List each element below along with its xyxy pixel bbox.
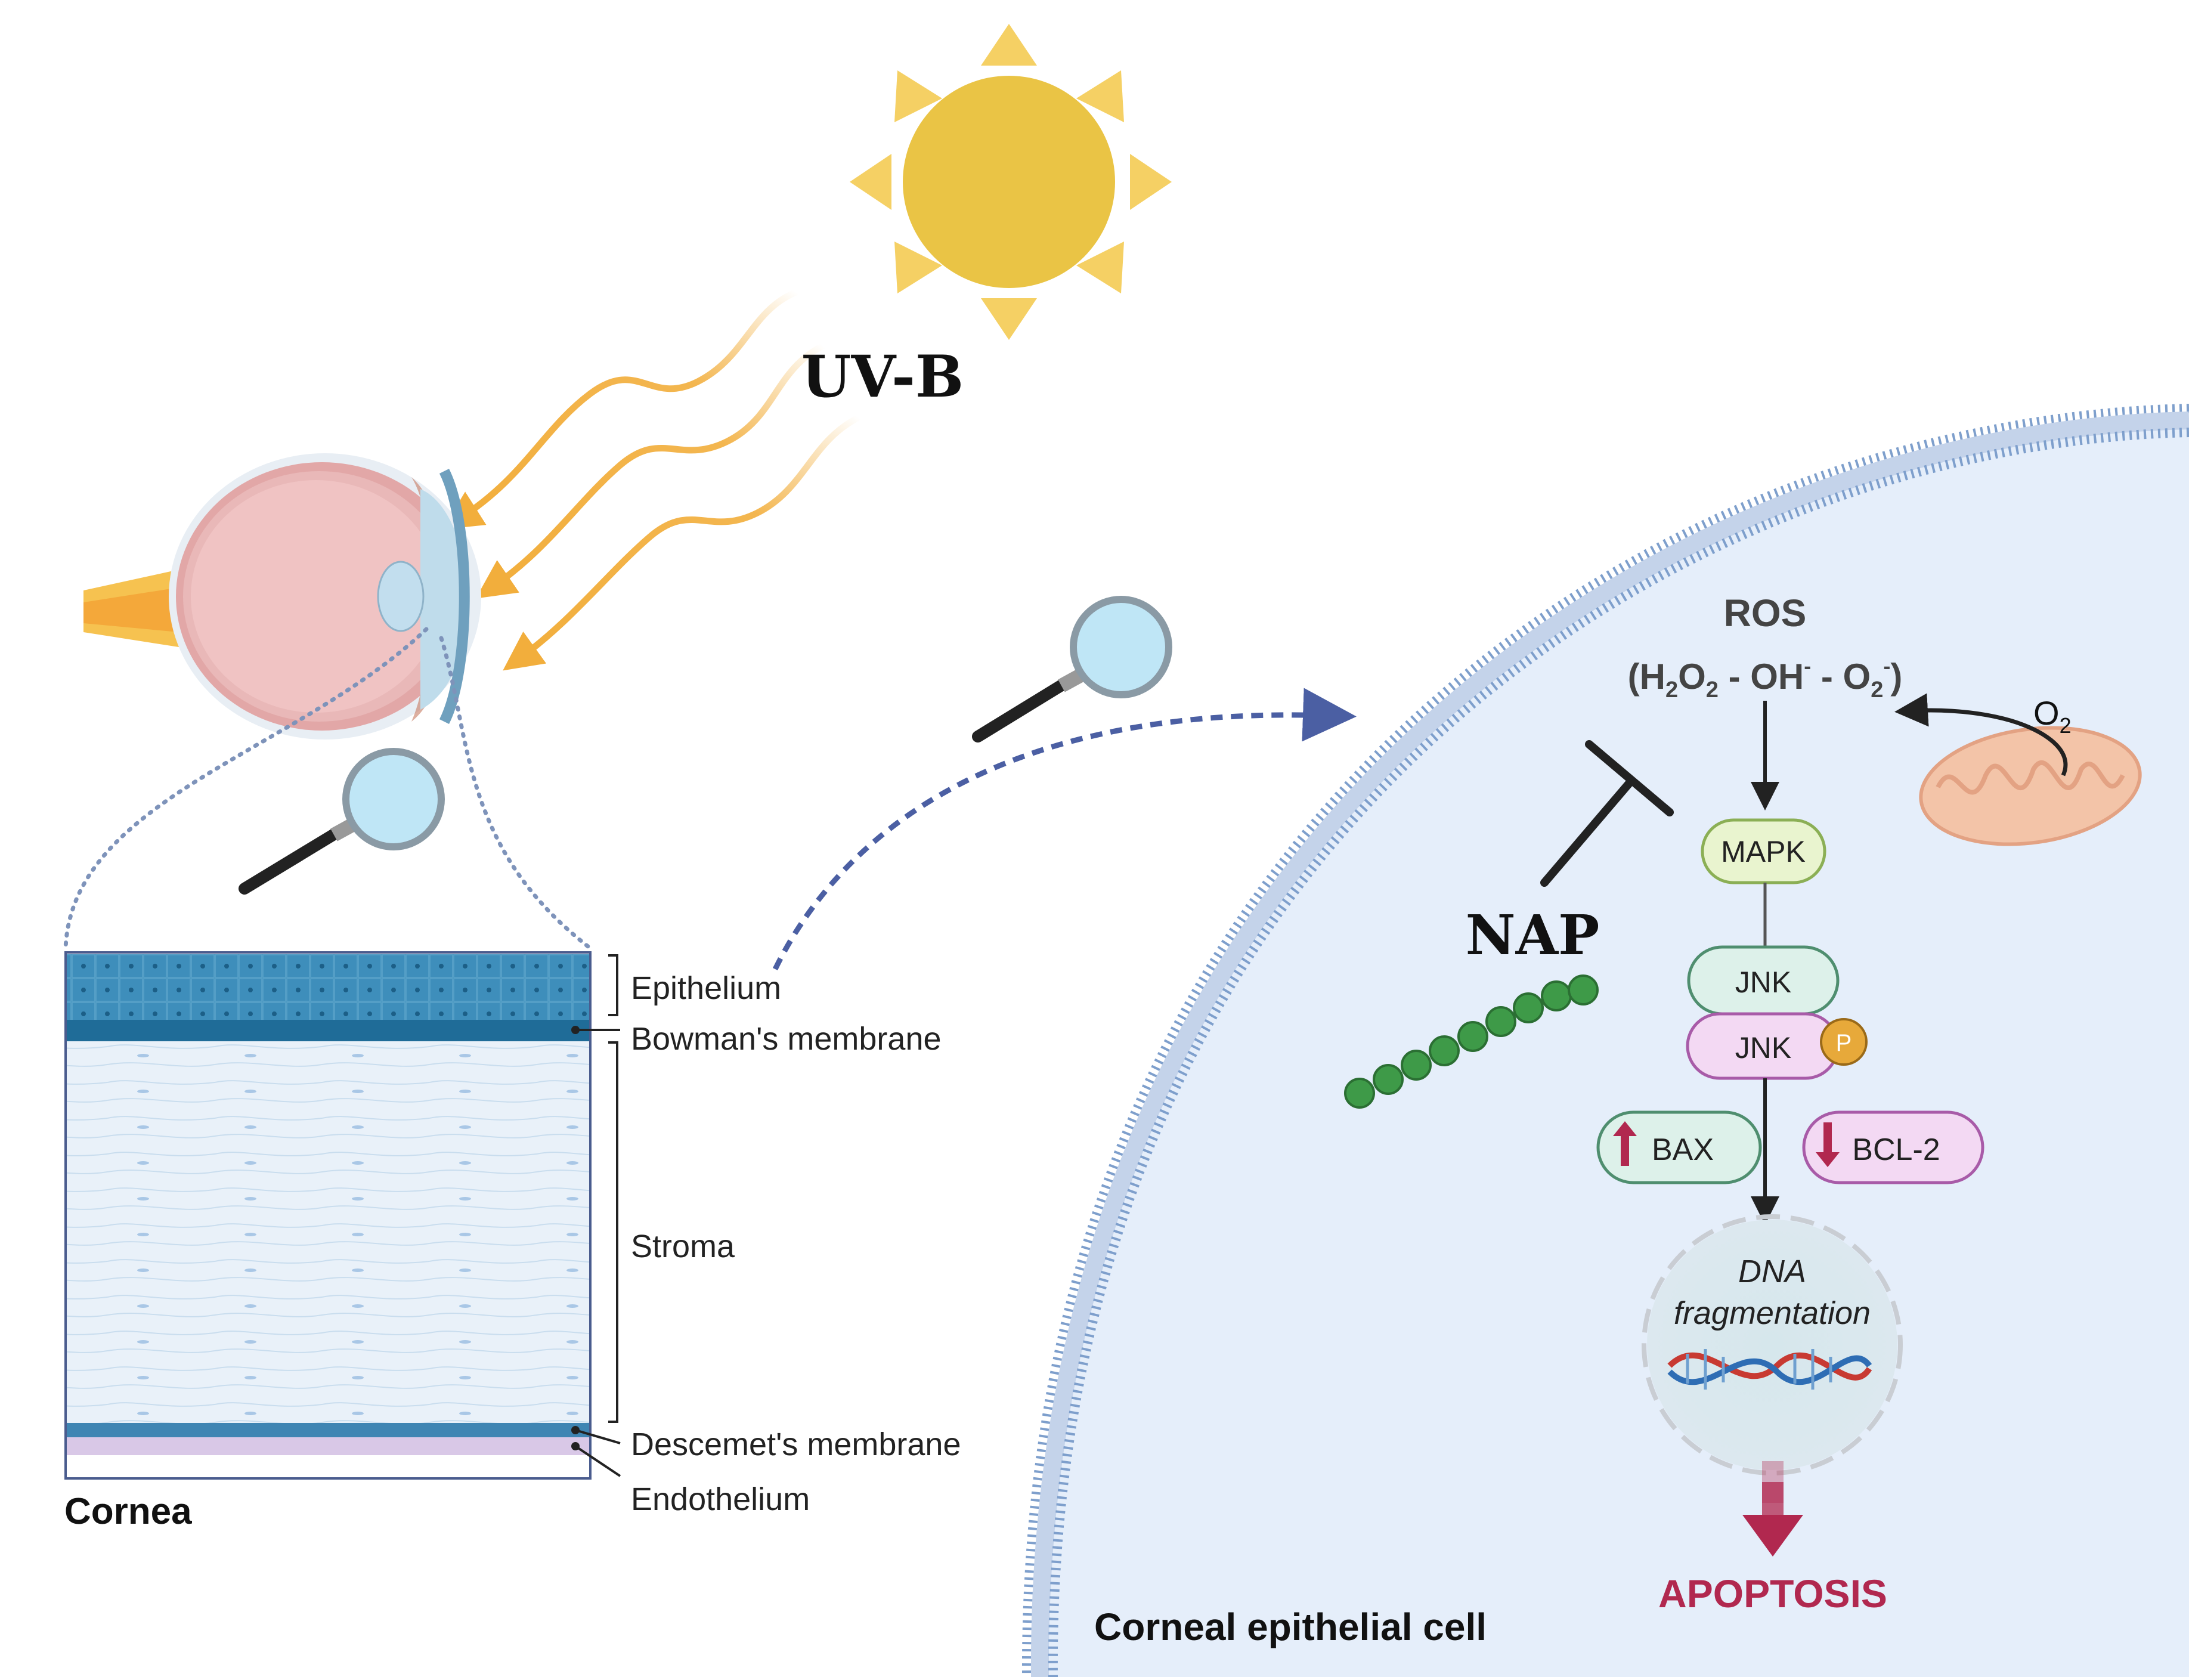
up-arrow-icon <box>1613 1121 1637 1166</box>
apoptosis-arrow <box>1742 1461 1803 1557</box>
bcl2-label: BCL-2 <box>1852 1133 1940 1167</box>
pjnk-node: JNK P <box>1686 1012 1868 1080</box>
magnifier-icon-2 <box>972 596 1172 742</box>
dna-fragmentation: DNA fragmentation <box>1642 1214 1903 1475</box>
uv-ray-2 <box>475 342 826 599</box>
bax-label: BAX <box>1652 1133 1714 1167</box>
label-stroma: Stroma <box>631 1229 735 1264</box>
inhibition-icon <box>1540 740 1674 887</box>
label-bowman: Bowman's membrane <box>631 1021 942 1057</box>
uv-label: UV-B <box>801 343 964 410</box>
dna-label-2: fragmentation <box>1674 1295 1871 1331</box>
apoptosis-label: APOPTOSIS <box>1658 1571 1887 1616</box>
nap-peptide-icon <box>1344 974 1599 1109</box>
uv-ray-3 <box>503 414 862 671</box>
cell-membrane-inner <box>1048 428 2189 1678</box>
eye-icon <box>83 453 481 740</box>
down-arrow-icon <box>1816 1122 1840 1167</box>
zoom-line-left <box>63 627 429 951</box>
mapk-label: MAPK <box>1721 835 1806 868</box>
ros-title: ROS <box>1724 592 1807 635</box>
uv-ray-1 <box>442 289 800 530</box>
cell-title: Corneal epithelial cell <box>1094 1605 1487 1648</box>
dna-helix-icon <box>1667 1349 1872 1390</box>
endothelium-layer <box>67 1437 589 1455</box>
layer-labels: Epithelium Bowman's membrane Stroma Desc… <box>631 970 961 1517</box>
sun-icon <box>850 24 1172 340</box>
descemet-layer <box>67 1423 589 1437</box>
bowman-layer <box>67 1020 589 1041</box>
mitochondrion-icon <box>1919 726 2142 846</box>
cornea-section <box>64 951 592 1480</box>
nap-label: NAP <box>1466 903 1600 967</box>
label-epithelium: Epithelium <box>631 970 781 1006</box>
phospho-label: P <box>1836 1030 1852 1056</box>
zoom-arrow <box>772 688 1357 970</box>
phospho-icon <box>1820 1018 1868 1066</box>
label-descemet: Descemet's membrane <box>631 1427 961 1462</box>
cell-membrane-outer <box>1021 404 2189 1678</box>
layer-brackets <box>571 954 621 1477</box>
pjnk-label: JNK <box>1735 1031 1791 1065</box>
jnk-label: JNK <box>1735 966 1791 999</box>
jnk-node: JNK <box>1687 945 1840 1016</box>
label-endothelium: Endothelium <box>631 1481 810 1517</box>
o2-arrow <box>1894 693 2068 776</box>
ros-formula: (H2O2 - OH- - O2-) <box>1628 654 1903 703</box>
mapk-node: MAPK <box>1701 818 1826 884</box>
bax-node: BAX <box>1596 1110 1762 1184</box>
dna-label-1: DNA <box>1738 1254 1806 1289</box>
cell-membrane-tails <box>1030 412 2189 1678</box>
o2-label: O2 <box>2033 694 2072 738</box>
cornea-title: Cornea <box>64 1491 192 1532</box>
magnifier-icon <box>239 748 445 895</box>
uv-rays <box>442 289 862 671</box>
cell <box>1021 404 2189 1678</box>
bcl2-node: BCL-2 <box>1802 1110 1984 1184</box>
zoom-line-right <box>439 636 593 951</box>
